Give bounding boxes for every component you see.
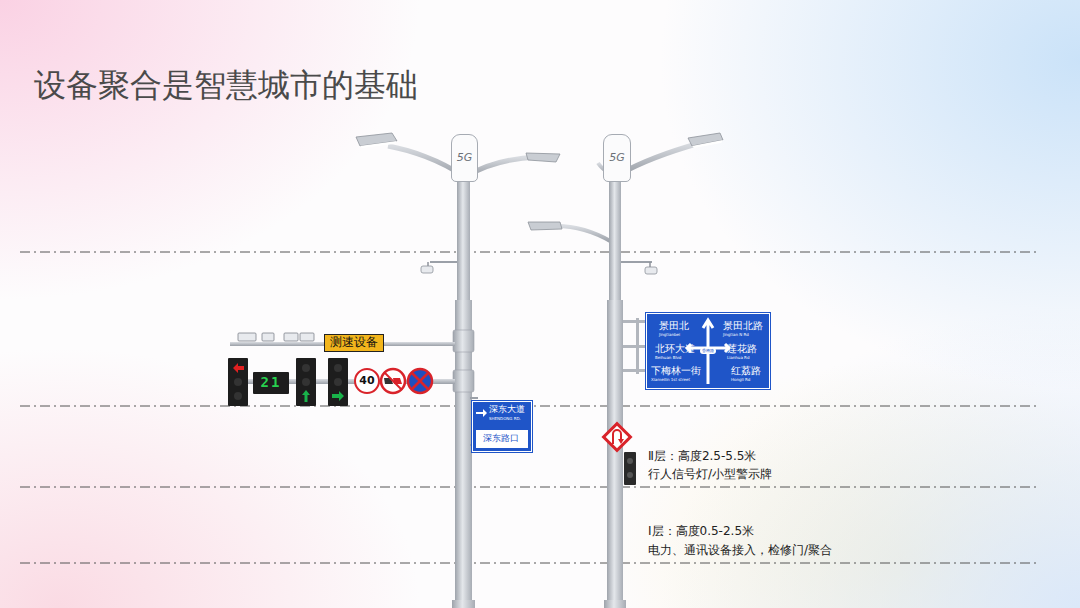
sign-text: 北环大道 (655, 343, 695, 354)
sign-text: 下梅林一街 (651, 365, 701, 376)
layer-note: Ⅱ层：高度2.5-5.5米 (648, 449, 756, 463)
sign-text: Xiameilin 1st street (651, 378, 690, 382)
speed-limit-sign: 40 (354, 368, 380, 394)
sign-text: Lianhua Rd (727, 356, 749, 360)
sign-text: 景田北 (659, 320, 689, 331)
left-pole (228, 133, 560, 608)
sign-text: 5G (457, 152, 473, 164)
sign-text: 测速设备 (330, 336, 378, 349)
sign-text: Hongli Rd (731, 378, 750, 382)
sign-text: 5G (609, 152, 625, 164)
countdown-display: 21 (256, 374, 286, 392)
layer-line (20, 252, 1040, 563)
road-name-sign: 深东大道 SHENDONG RD. 深东路口 (472, 401, 532, 452)
speed-device-sign: 测速设备 (324, 334, 384, 352)
layer-note: 行人信号灯/小型警示牌 (648, 467, 772, 481)
sign-text: SHENDONG RD. (489, 417, 521, 421)
sign-text: Jingtianbei (659, 333, 680, 337)
arrow-symbol (476, 408, 488, 418)
sign-text: 红荔路 (731, 365, 761, 376)
guide-sign: 景田北 Jingtianbei 景田北路 Jingtian N Rd 北环大道 Beihu… (646, 313, 770, 389)
sign-text: 香梅路 (700, 348, 716, 354)
sign-text: 莲花路 (727, 343, 757, 354)
sign-text: 深东大道 (489, 405, 525, 415)
sign-text: 深东路口 (483, 434, 519, 444)
5g-cap: 5G (603, 134, 631, 182)
layer-note: 电力、通讯设备接入，检修门/聚合 (648, 543, 832, 557)
slide-title: 设备聚合是智慧城市的基础 (34, 64, 418, 108)
sign-text: Jingtian N Rd (723, 333, 749, 337)
5g-cap: 5G (451, 134, 478, 182)
layer-note: Ⅰ层：高度0.5-2.5米 (648, 524, 754, 538)
sign-text: Beihuan Blvd (655, 356, 681, 360)
sign-text: 21 (261, 375, 282, 390)
sign-text: 40 (359, 375, 374, 387)
sign-text: 景田北路 (723, 320, 763, 331)
